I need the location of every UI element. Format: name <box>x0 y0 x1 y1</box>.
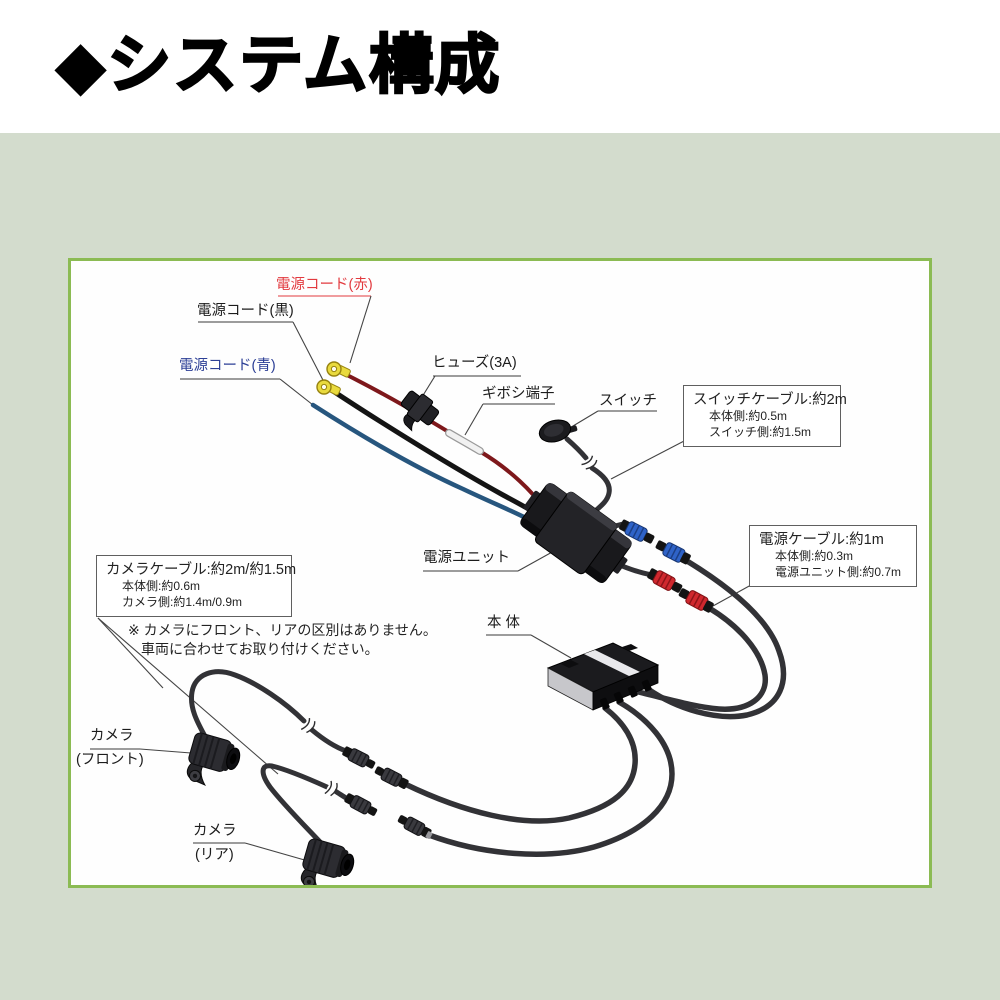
switch-cable-line2: スイッチ側:約1.5m <box>709 424 812 439</box>
connector-blue-2 <box>655 540 691 565</box>
power-cable-line2: 電源ユニット側:約0.7m <box>775 564 902 579</box>
wire-black <box>330 388 554 528</box>
camera-front-cable <box>188 669 307 743</box>
power-cable-line1: 本体側:約0.3m <box>775 549 854 564</box>
power-cable-body-loop <box>631 605 768 712</box>
camera-cable-line1: 本体側:約0.6m <box>122 579 201 594</box>
info-box-switch-cable: スイッチケーブル:約2m 本体側:約0.5m スイッチ側:約1.5m <box>683 385 847 448</box>
camera-cable-title: カメラケーブル:約2m/約1.5m <box>106 562 297 578</box>
camera-note: ※ カメラにフロント、リアの区別はありません。 車両に合わせてお取り付けください… <box>128 621 437 659</box>
connector-red-1 <box>647 568 683 593</box>
label-power-unit: 電源ユニット <box>423 550 510 566</box>
camera-rear-connector-1 <box>344 793 378 816</box>
camera-front-connector-1 <box>342 746 376 769</box>
label-switch: スイッチ <box>599 393 657 409</box>
leader-lines <box>97 295 752 862</box>
label-gibosi-terminal: ギボシ端子 <box>482 386 555 402</box>
page-title: ◆システム構成 <box>55 28 502 103</box>
diagram-panel: 電源コード(赤) 電源コード(黒) 電源コード(青) ヒューズ(3A) ギボシ端… <box>68 258 932 888</box>
camera-front-cable-2 <box>309 727 349 754</box>
ring-terminal-red <box>326 361 351 378</box>
label-camera-front-2: (フロント) <box>76 752 144 768</box>
main-unit-device <box>546 642 660 711</box>
switch-cable-line1: 本体側:約0.5m <box>709 409 788 424</box>
camera-rear-connector-2 <box>397 815 433 840</box>
camera-front-device <box>186 732 241 787</box>
camera-front-connector-2 <box>374 766 409 789</box>
camera-rear-body-cable <box>426 699 675 857</box>
camera-rear-device <box>300 838 355 885</box>
switch-cable-body-loop <box>645 558 787 720</box>
cable-break-marks <box>300 455 598 797</box>
label-power-cord-red: 電源コード(赤) <box>276 277 373 293</box>
label-camera-rear-2: (リア) <box>195 847 234 863</box>
power-unit-device <box>520 482 632 584</box>
main-unit-ports <box>599 679 652 710</box>
camera-front-body-cable <box>402 705 638 824</box>
label-main-unit: 本 体 <box>487 615 521 631</box>
switch-cable-upper <box>564 436 589 461</box>
gibosi-sleeve <box>445 429 484 455</box>
switch-device <box>538 419 578 443</box>
camera-note-line1: ※ カメラにフロント、リアの区別はありません。 <box>128 622 437 638</box>
label-camera-front-1: カメラ <box>90 728 134 744</box>
label-underlines <box>90 295 657 844</box>
camera-rear-cable <box>260 763 330 846</box>
label-power-cord-blue: 電源コード(青) <box>179 358 276 374</box>
connector-red-2 <box>678 588 714 613</box>
info-box-power-cable: 電源ケーブル:約1m 本体側:約0.3m 電源ユニット側:約0.7m <box>749 525 917 588</box>
header-band: ◆システム構成 <box>0 0 1000 133</box>
info-box-camera-cable: カメラケーブル:約2m/約1.5m 本体側:約0.6m カメラ側:約1.4m/0… <box>96 555 297 618</box>
camera-note-line2: 車両に合わせてお取り付けください。 <box>141 640 379 657</box>
camera-cable-line2: カメラ側:約1.4m/0.9m <box>122 594 243 609</box>
ring-terminal-black <box>316 379 341 396</box>
label-fuse: ヒューズ(3A) <box>432 355 517 371</box>
connector-blue-1 <box>619 519 655 544</box>
fuse-holder <box>400 390 440 432</box>
wiring-diagram <box>90 295 787 885</box>
label-power-cord-black: 電源コード(黒) <box>197 303 294 319</box>
switch-cable-title: スイッチケーブル:約2m <box>693 392 847 408</box>
power-cable-title: 電源ケーブル:約1m <box>759 532 884 548</box>
label-camera-rear-1: カメラ <box>193 823 237 839</box>
